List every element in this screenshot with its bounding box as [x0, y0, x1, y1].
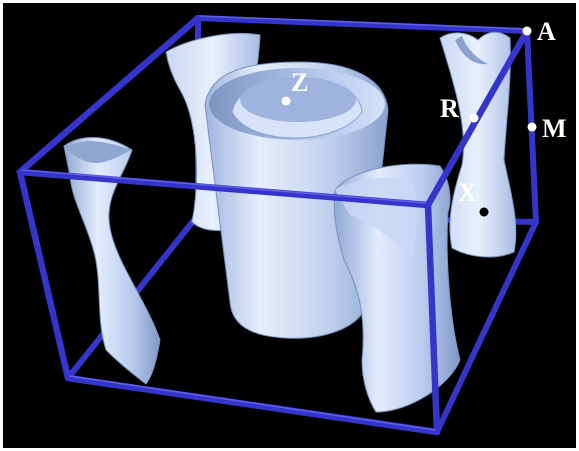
point-Z-label: Z: [291, 68, 308, 97]
frame-edge-front-bottom: [64, 374, 441, 436]
frame-highlight-back-top: [199, 15, 526, 30]
frame-edge-front-top: [16, 168, 432, 209]
frame-highlight-front-bottom: [69, 375, 436, 431]
surface-cylinder-inner-opening: [240, 78, 356, 122]
surface-sheet-front-left-fold: [64, 140, 132, 164]
frame-front-edges: [16, 14, 531, 436]
point-R-marker: [469, 113, 479, 123]
frame-highlight-front-top: [21, 169, 427, 204]
point-Z-marker: [281, 96, 291, 106]
point-M-marker: [527, 122, 537, 132]
symmetry-points: [281, 26, 537, 217]
frame-edge-back-top: [195, 15, 530, 34]
point-X-marker: [479, 207, 489, 217]
point-A-label: A: [537, 17, 556, 46]
point-R-label: R: [440, 94, 459, 123]
surface-sheet-back-right-inner: [455, 36, 488, 65]
symmetry-labels: A M R X Z: [291, 17, 567, 207]
surface-sheet-front-left: [63, 137, 161, 385]
point-A-marker: [522, 26, 532, 36]
frame-edge-front-left-vertical: [16, 168, 72, 382]
frame-edge-bottom-right-depth: [434, 219, 539, 435]
frame-highlights: [21, 15, 526, 431]
point-X-label: X: [458, 178, 477, 207]
point-M-label: M: [542, 114, 567, 143]
frame-edge-top-left-depth: [16, 14, 202, 176]
fermi-surfaces: [63, 31, 517, 413]
frame-edge-front-right-vertical: [424, 201, 441, 436]
